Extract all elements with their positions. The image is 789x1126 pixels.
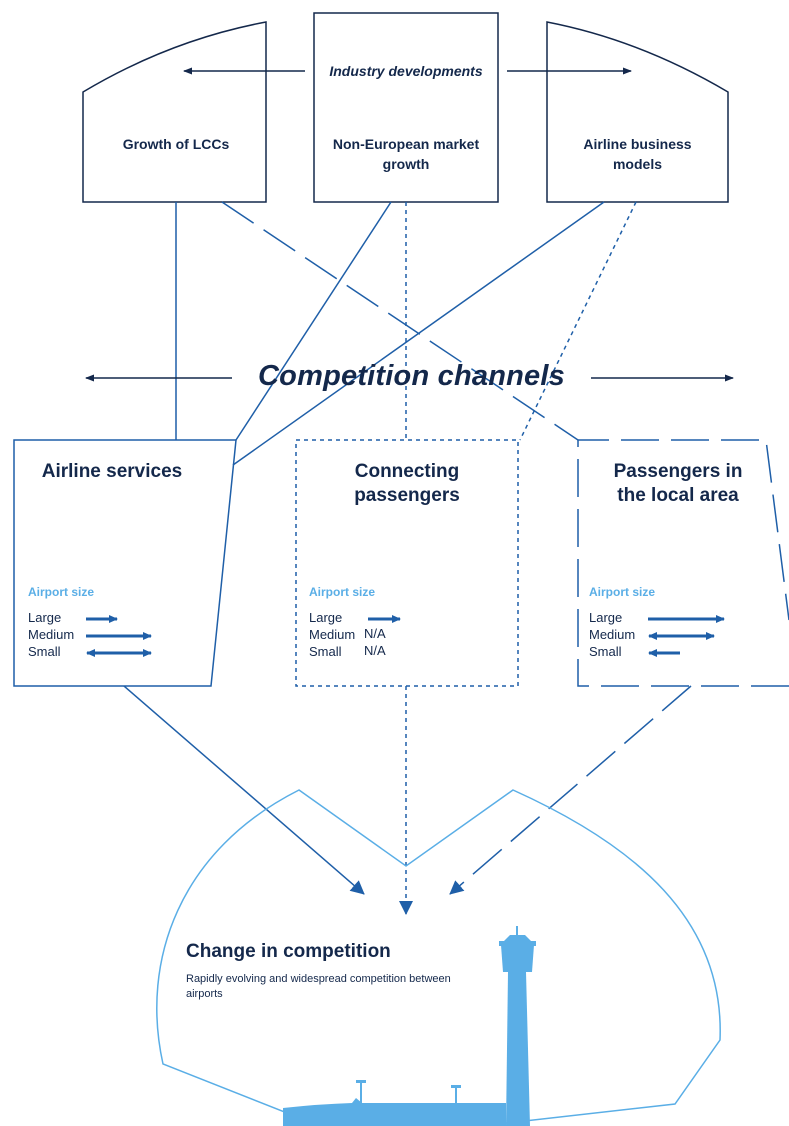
factor-box-lccs (82, 21, 267, 203)
change-in-competition-subtitle: Rapidly evolving and widespread competit… (186, 973, 451, 1000)
connector-noneu-airline (235, 201, 392, 441)
arrow-local-to-outcome (449, 685, 692, 895)
size-row-small: Small (309, 644, 342, 659)
size-row-medium: Medium (28, 627, 75, 642)
connector-lccs-local (221, 201, 579, 441)
factor-label-business-models: Airline business models (583, 136, 692, 172)
size-value-medium: N/A (364, 626, 386, 641)
airport-skyline-icon (283, 926, 536, 1126)
channel-title-connecting: Connecting passengers (354, 461, 460, 506)
size-row-medium: Medium (589, 627, 636, 642)
arrow-airline-to-outcome (123, 685, 365, 895)
factor-label-non-european: Non-European market growth (332, 136, 480, 172)
channel-title-local-area: Passengers in the local area (613, 461, 743, 506)
channel-box-airline-services (13, 439, 237, 687)
channel-box-connecting (295, 439, 519, 687)
outcome-dome (156, 789, 721, 1126)
change-in-competition-title: Change in competition (186, 941, 391, 962)
airport-size-label: Airport size (28, 585, 95, 599)
size-row-small: Small (28, 644, 61, 659)
channel-title-airline-services: Airline services (41, 461, 183, 482)
competition-channels-title: Competition channels (258, 360, 565, 392)
factor-label-lccs: Growth of LCCs (122, 136, 230, 152)
airport-size-label: Airport size (589, 585, 656, 599)
connector-business-connecting (519, 201, 637, 441)
channel-box-local-area (577, 439, 789, 687)
size-value-small: N/A (364, 643, 386, 658)
size-row-medium: Medium (309, 627, 356, 642)
size-row-small: Small (589, 644, 622, 659)
industry-developments-label: Industry developments (329, 63, 483, 79)
size-row-large: Large (309, 610, 343, 625)
size-row-large: Large (28, 610, 62, 625)
factor-box-business-models (546, 21, 729, 203)
size-row-large: Large (589, 610, 623, 625)
airport-size-label: Airport size (309, 585, 376, 599)
